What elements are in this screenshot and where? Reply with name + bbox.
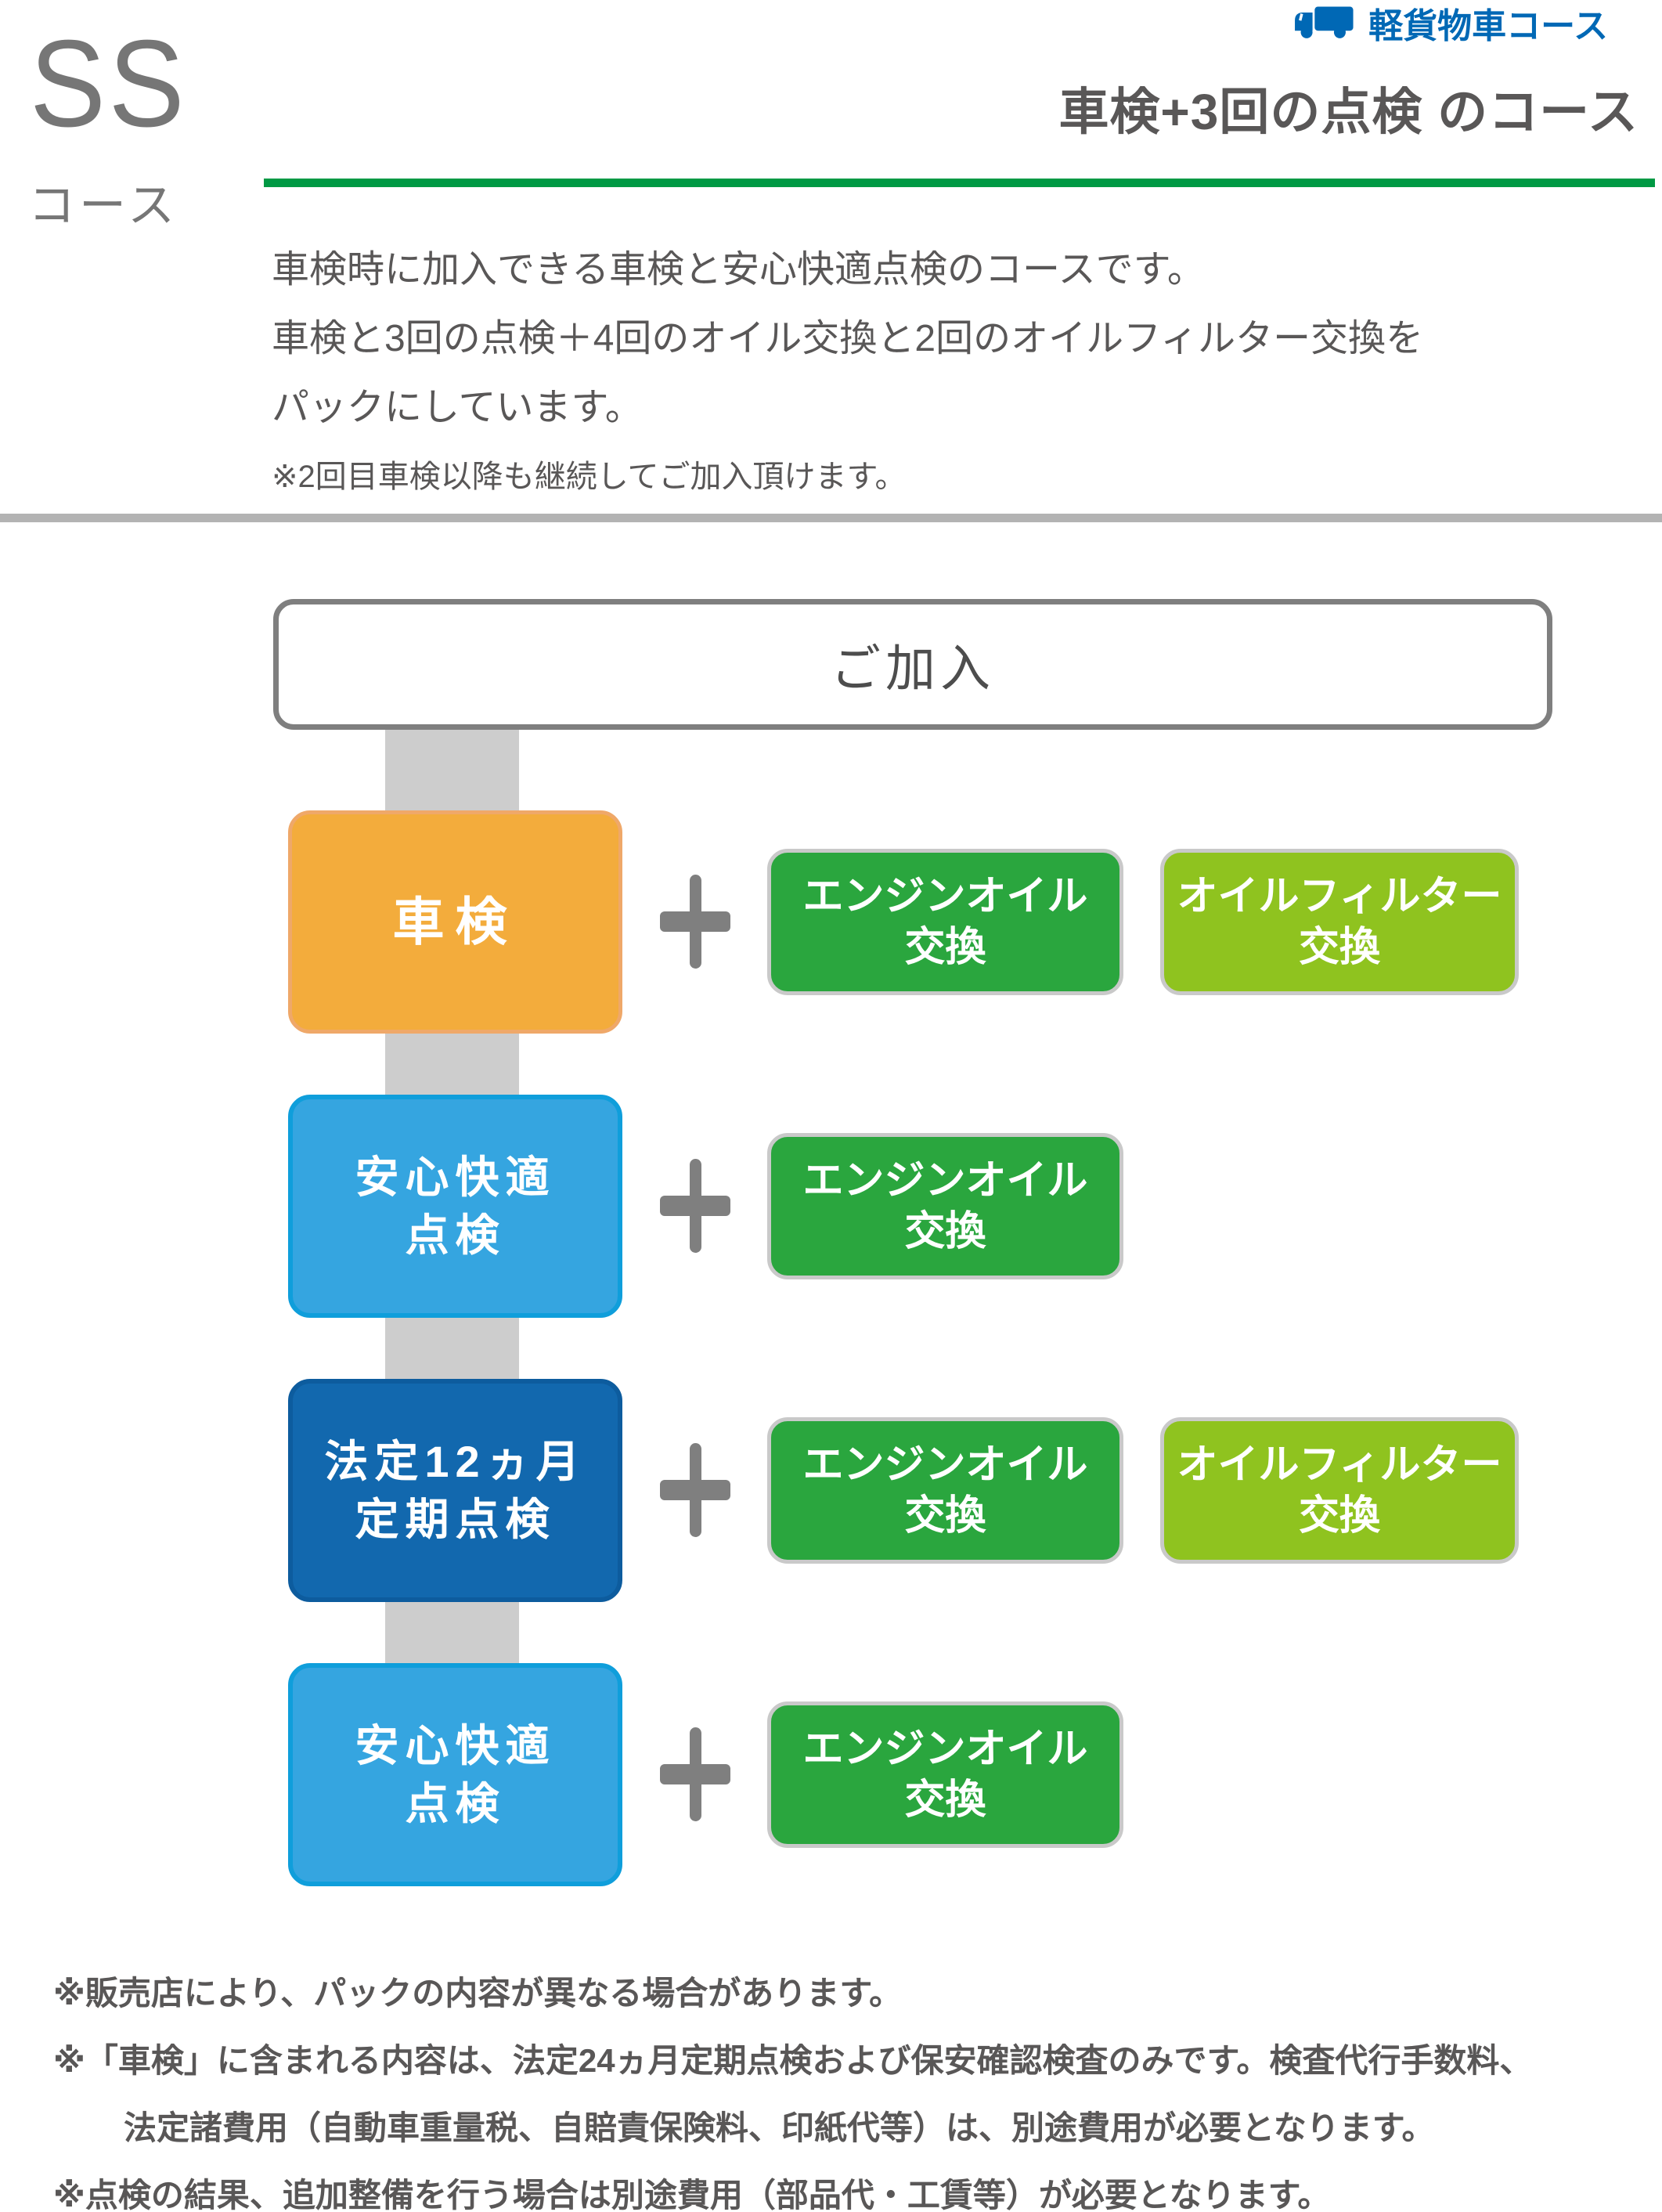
addon-engine-oil-box: エンジンオイル 交換 (767, 1133, 1123, 1279)
step-label-line2: 点検 (405, 1778, 506, 1828)
plus-icon (660, 1159, 730, 1253)
addon-label-line1: エンジンオイル (802, 1442, 1088, 1488)
addon-label-line1: エンジンオイル (802, 873, 1088, 919)
addon-label-line1: エンジンオイル (802, 1726, 1088, 1772)
addon-oil-filter-box: オイルフィルター 交換 (1160, 849, 1519, 995)
course-code-suffix: コース (28, 179, 178, 232)
plus-icon (660, 1443, 730, 1537)
addon-label-line2: 交換 (904, 924, 986, 970)
truck-icon (1293, 4, 1357, 41)
step-label-line1: 安心快適 (355, 1152, 556, 1202)
step-label-line2: 定期点検 (355, 1494, 556, 1544)
page-title: 車検+3回の点検 のコース (1058, 84, 1639, 140)
addon-oil-filter-box: オイルフィルター 交換 (1160, 1417, 1519, 1564)
step-anshin-kaiteki-box: 安心快適 点検 (288, 1095, 622, 1318)
addon-label-line1: オイルフィルター (1177, 1442, 1502, 1488)
addon-label-line2: 交換 (904, 1777, 986, 1823)
intro-line-3: パックにしています。 (272, 387, 643, 428)
step-label-line1: 法定12ヵ月 (324, 1436, 586, 1486)
addon-engine-oil-box: エンジンオイル 交換 (767, 1701, 1123, 1848)
step-12month-inspection-box: 法定12ヵ月 定期点検 (288, 1379, 622, 1602)
addon-label-line2: 交換 (1298, 924, 1380, 970)
step-label: 車検 (392, 892, 518, 951)
footnotes: ※販売店により、パックの内容が異なる場合があります。 ※「車検」に含まれる内容は… (53, 1960, 1532, 2212)
section-divider (0, 514, 1662, 522)
footnote-2-continued: 法定諸費用（自動車重量税、自賠責保険料、印紙代等）は、別途費用が必要となります。 (124, 2109, 1435, 2146)
plus-icon (660, 875, 730, 969)
category-badge-label: 軽貨物車コース (1368, 7, 1608, 45)
intro-line-2: 車検と3回の点検＋4回のオイル交換と2回のオイルフィルター交換を (272, 318, 1424, 359)
addon-label-line2: 交換 (1298, 1492, 1380, 1539)
footnote-3: ※点検の結果、追加整備を行う場合は別途費用（部品代・工賃等）が必要となります。 (53, 2177, 1331, 2212)
entry-box: ご加入 (273, 599, 1552, 730)
category-badge: 軽貨物車コース (1293, 0, 1608, 45)
addon-label-line2: 交換 (904, 1208, 986, 1254)
addon-label-line2: 交換 (904, 1492, 986, 1539)
step-label-line2: 点検 (405, 1210, 506, 1260)
intro-text: 車検時に加入できる車検と安心快適点検のコースです。 車検と3回の点検＋4回のオイ… (272, 236, 1423, 511)
step-label-line1: 安心快適 (355, 1720, 556, 1770)
intro-line-1: 車検時に加入できる車検と安心快適点検のコースです。 (272, 249, 1205, 290)
intro-note: ※2回目車検以降も継続してご加入頂けます。 (272, 460, 907, 494)
addon-engine-oil-box: エンジンオイル 交換 (767, 1417, 1123, 1564)
addon-label-line1: オイルフィルター (1177, 873, 1502, 919)
step-shaken-box: 車検 (288, 810, 622, 1034)
title-underline (264, 179, 1655, 187)
step-anshin-kaiteki-box: 安心快適 点検 (288, 1663, 622, 1886)
footnote-1: ※販売店により、パックの内容が異なる場合があります。 (53, 1975, 903, 2012)
addon-engine-oil-box: エンジンオイル 交換 (767, 849, 1123, 995)
footnote-2: ※「車検」に含まれる内容は、法定24ヵ月定期点検および保安確認検査のみです。検査… (53, 2042, 1533, 2079)
addon-label-line1: エンジンオイル (802, 1157, 1088, 1203)
plus-icon (660, 1727, 730, 1821)
course-code: SS (30, 15, 188, 153)
